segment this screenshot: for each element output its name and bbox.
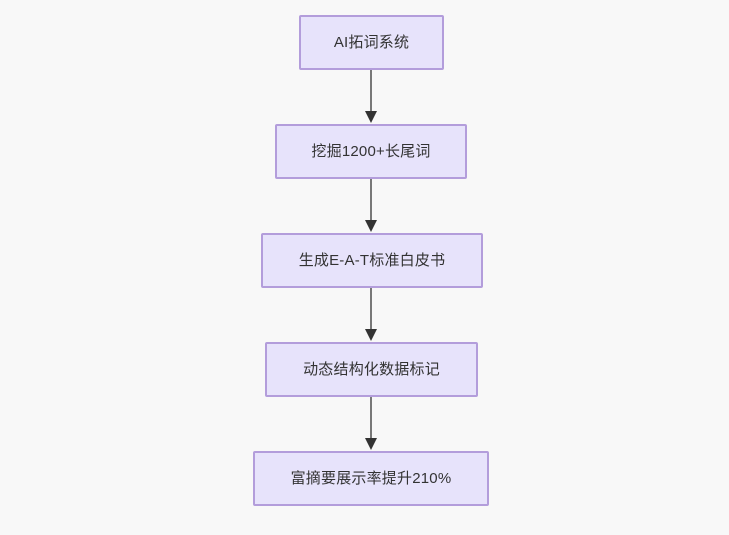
arrow-down-icon	[365, 397, 377, 450]
flowchart-node-mine-longtail-keywords[interactable]: 挖掘1200+长尾词	[275, 124, 467, 179]
connector-node2-node3	[358, 179, 384, 233]
node-label: 富摘要展示率提升210%	[290, 469, 452, 487]
node-label: 挖掘1200+长尾词	[311, 142, 431, 160]
node-label: 生成E-A-T标准白皮书	[298, 251, 446, 269]
flowchart-node-ai-keyword-system[interactable]: AI拓词系统	[299, 15, 444, 70]
node-label: 动态结构化数据标记	[303, 360, 440, 378]
connector-node1-node2	[358, 70, 384, 124]
arrow-down-icon	[365, 70, 377, 123]
flowchart-node-generate-eat-whitepaper[interactable]: 生成E-A-T标准白皮书	[261, 233, 483, 288]
arrow-down-icon	[365, 179, 377, 232]
flowchart-node-rich-snippet-rate-increase[interactable]: 富摘要展示率提升210%	[253, 451, 489, 506]
node-label: AI拓词系统	[333, 33, 410, 51]
connector-node3-node4	[358, 288, 384, 342]
arrow-down-icon	[365, 288, 377, 341]
connector-node4-node5	[358, 397, 384, 451]
flowchart-node-dynamic-structured-data-markup[interactable]: 动态结构化数据标记	[265, 342, 478, 397]
